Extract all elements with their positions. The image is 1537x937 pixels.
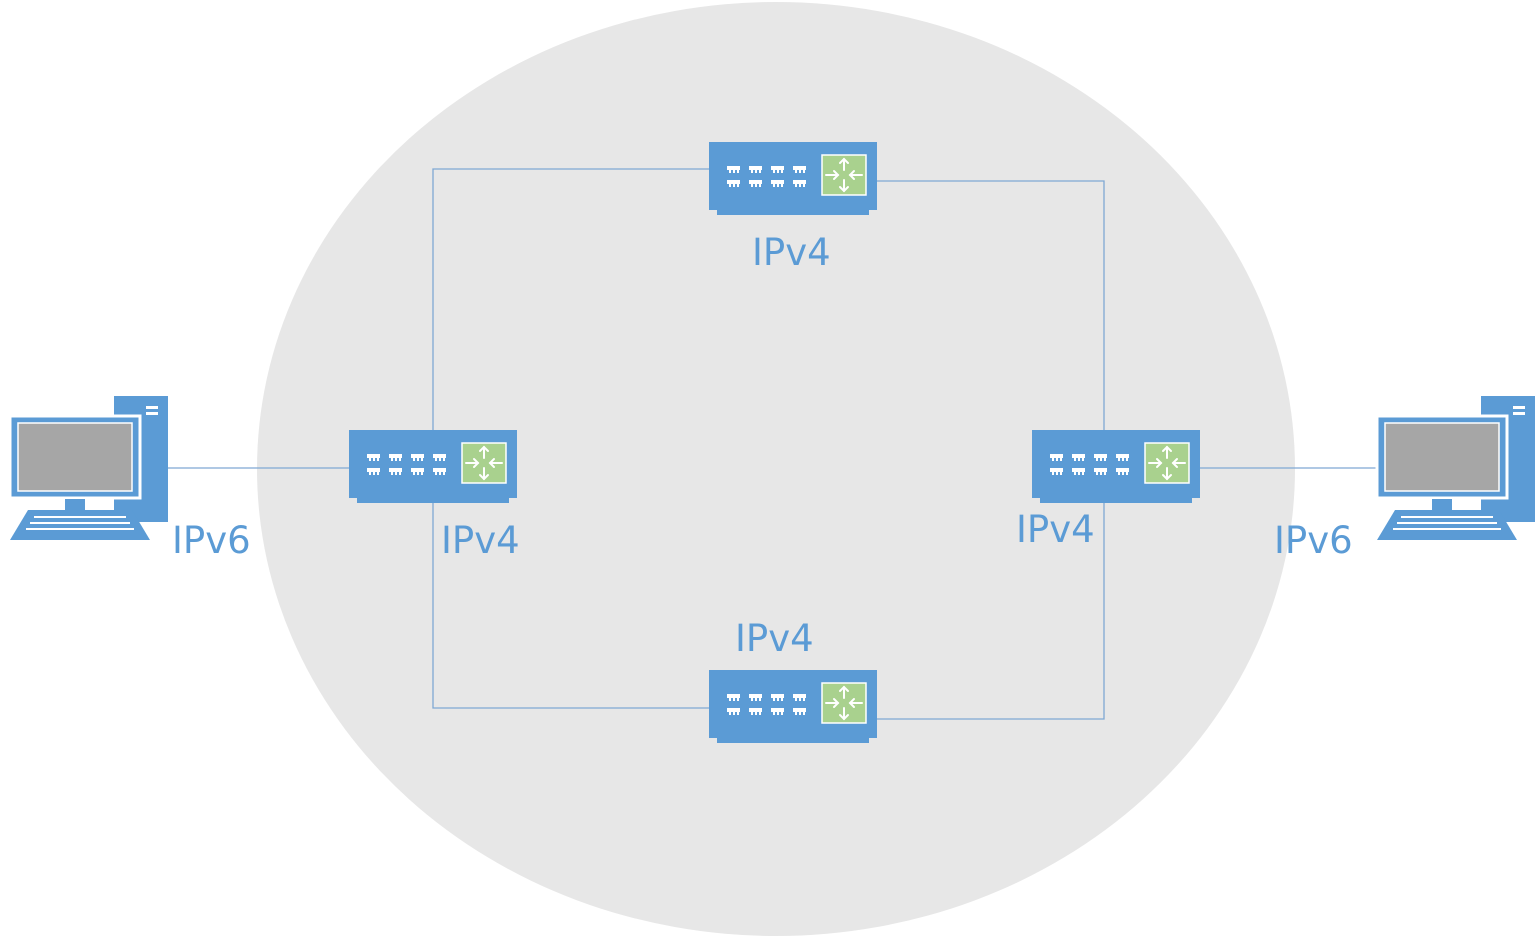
host-left-label: IPv6 bbox=[172, 519, 251, 562]
router-top-label: IPv4 bbox=[752, 231, 831, 274]
router-right-label: IPv4 bbox=[1016, 508, 1095, 551]
router-bottom-icon[interactable] bbox=[708, 669, 878, 744]
network-cloud bbox=[257, 2, 1295, 936]
computer-right-icon[interactable] bbox=[1375, 394, 1537, 542]
router-left-icon[interactable] bbox=[348, 429, 518, 504]
host-right-label: IPv6 bbox=[1274, 519, 1353, 562]
computer-left-icon[interactable] bbox=[8, 394, 170, 542]
router-top-icon[interactable] bbox=[708, 141, 878, 216]
router-left-label: IPv4 bbox=[441, 519, 520, 562]
router-right-icon[interactable] bbox=[1031, 429, 1201, 504]
router-bottom-label: IPv4 bbox=[735, 617, 814, 660]
